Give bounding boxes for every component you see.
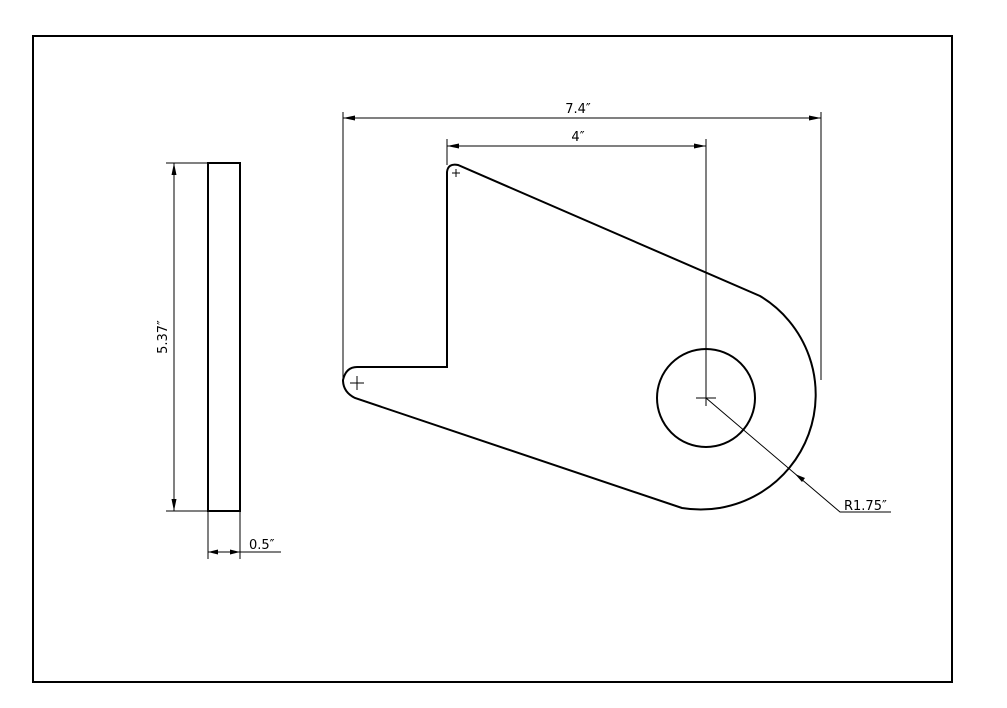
- center-mark-top-fillet: [452, 169, 460, 177]
- part-outline: [341, 163, 817, 511]
- overall-width-dimension: 7.4″: [342, 102, 822, 380]
- height-dimension: 5.37″: [156, 162, 208, 512]
- main-view: 7.4″ 4″ R1.75″: [341, 102, 891, 514]
- center-mark-left-fillet: [350, 376, 364, 390]
- overall-width-label: 7.4″: [565, 102, 591, 117]
- drawing-border: [32, 35, 953, 683]
- thickness-dimension-label: 0.5″: [249, 538, 275, 553]
- radius-dimension: R1.75″: [705, 397, 891, 514]
- dimension-arrow: [795, 474, 805, 482]
- side-view: 5.37″ 0.5″: [156, 162, 281, 559]
- side-view-outline: [207, 162, 241, 512]
- dimension-arrows: [208, 549, 240, 555]
- hole-offset-label: 4″: [571, 130, 584, 145]
- radius-label: R1.75″: [844, 499, 887, 514]
- thickness-dimension: 0.5″: [207, 511, 281, 559]
- hole-offset-dimension: 4″: [446, 130, 707, 398]
- height-dimension-label: 5.37″: [156, 320, 171, 354]
